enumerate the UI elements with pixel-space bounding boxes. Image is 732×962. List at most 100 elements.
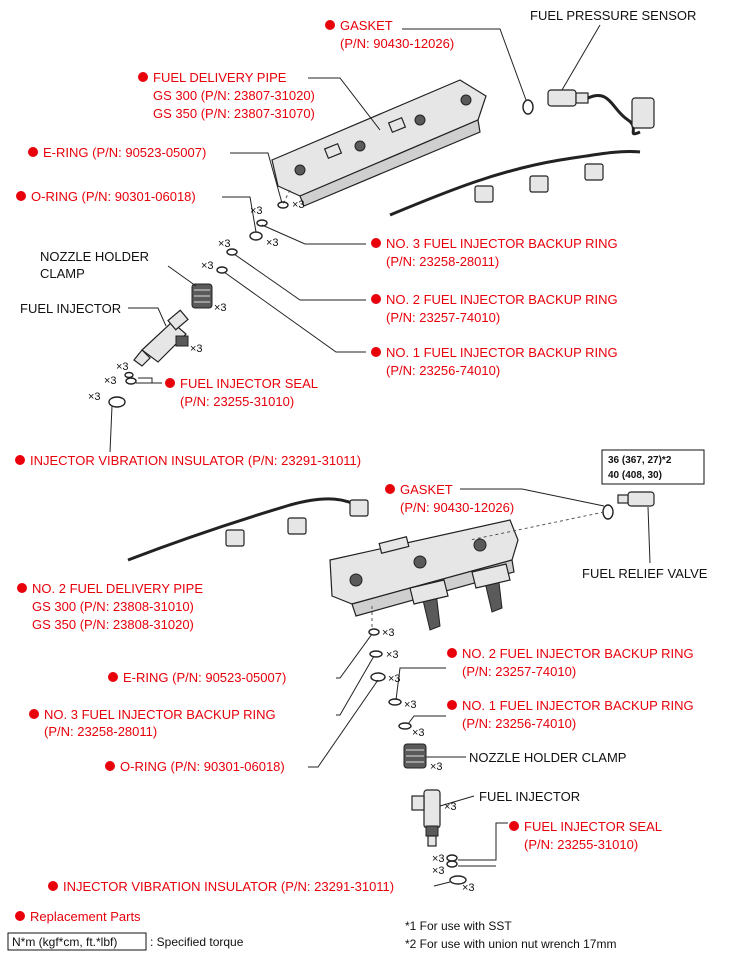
upper-nozzle-holder-clamp-drawing	[191, 283, 213, 309]
upper-fuel-delivery-pipe-drawing	[271, 79, 487, 207]
replacement-marker-icon	[28, 147, 38, 157]
upper-gasket-shape	[522, 99, 534, 115]
replacement-marker-icon	[385, 484, 395, 494]
upper-e-ring-label: E-RING (P/N: 90523-05007)	[43, 145, 206, 160]
multiplier-label: ×3	[116, 361, 129, 373]
lower-no1-backup-ring-pn: (P/N: 23256-74010)	[462, 716, 576, 731]
lower-leader-lines	[308, 488, 651, 887]
upper-injector-seal-pn: (P/N: 23255-31010)	[180, 394, 294, 409]
multiplier-label: ×3	[292, 199, 305, 211]
multiplier-label: ×3	[388, 673, 401, 685]
upper-no2-backup-ring-pn: (P/N: 23257-74010)	[386, 310, 500, 325]
multiplier-label: ×3	[266, 237, 279, 249]
lower-labels: 36 (367, 27)*2 40 (408, 30) GASKET (P/N:…	[17, 449, 708, 894]
multiplier-label: ×3	[432, 853, 445, 865]
upper-fuel-injector-drawing	[133, 309, 189, 367]
lower-o-ring-label: O-RING (P/N: 90301-06018)	[120, 759, 285, 774]
replacement-marker-icon	[165, 378, 175, 388]
upper-wire-harness-drawing	[389, 150, 641, 217]
upper-fuel-delivery-pipe-gs300: GS 300 (P/N: 23807-31020)	[153, 88, 315, 103]
multiplier-label: ×3	[412, 727, 425, 739]
lower-fuel-injector-label: FUEL INJECTOR	[479, 789, 580, 804]
upper-e-ring-shape	[277, 201, 289, 209]
lower-nozzle-holder-clamp-label: NOZZLE HOLDER CLAMP	[469, 750, 626, 765]
replacement-marker-icon	[325, 20, 335, 30]
lower-no1-backup-ring-label: NO. 1 FUEL INJECTOR BACKUP RING	[462, 698, 694, 713]
multiplier-label: ×3	[432, 865, 445, 877]
lower-e-ring-label: E-RING (P/N: 90523-05007)	[123, 670, 286, 685]
lower-vibration-insulator-shape	[449, 875, 467, 885]
multiplier-label: ×3	[430, 761, 443, 773]
upper-multipliers: ×3 ×3 ×3 ×3 ×3 ×3 ×3 ×3 ×3 ×3	[88, 199, 305, 403]
torque-box	[601, 449, 705, 485]
legend-note-1: *1 For use with SST	[405, 919, 512, 933]
lower-no1-backup-ring-shape	[398, 722, 412, 730]
multiplier-label: ×3	[404, 699, 417, 711]
upper-vibration-insulator-shape	[108, 396, 126, 408]
upper-gasket-label: GASKET	[340, 18, 393, 33]
multiplier-label: ×3	[218, 238, 231, 250]
legend-torque-units: N*m (kgf*cm, ft.*lbf)	[12, 935, 117, 949]
lower-fuel-injector-drawing	[411, 789, 441, 847]
lower-o-ring-shape	[370, 672, 386, 682]
replacement-marker-icon	[15, 911, 25, 921]
upper-no1-backup-ring-label: NO. 1 FUEL INJECTOR BACKUP RING	[386, 345, 618, 360]
lower-gasket-label: GASKET	[400, 482, 453, 497]
multiplier-label: ×3	[462, 882, 475, 894]
multiplier-label: ×3	[190, 343, 203, 355]
torque-value-2: 40 (408, 30)	[608, 470, 662, 481]
upper-injector-seal-shape	[125, 377, 137, 385]
multiplier-label: ×3	[201, 260, 214, 272]
upper-o-ring-shape	[249, 231, 263, 241]
upper-injector-seal-label: FUEL INJECTOR SEAL	[180, 376, 318, 391]
replacement-marker-icon	[48, 881, 58, 891]
legend: Replacement Parts N*m (kgf*cm, ft.*lbf) …	[7, 909, 616, 951]
multiplier-label: ×3	[386, 649, 399, 661]
lower-multipliers: ×3 ×3 ×3 ×3 ×3 ×3 ×3 ×3 ×3 ×3	[382, 627, 475, 894]
lower-no3-backup-ring-label: NO. 3 FUEL INJECTOR BACKUP RING	[44, 707, 276, 722]
upper-nozzle-holder-clamp-label: NOZZLE HOLDER	[40, 249, 149, 264]
multiplier-label: ×3	[214, 302, 227, 314]
lower-no3-backup-ring-shape	[369, 650, 383, 658]
lower-e-ring-shape	[368, 628, 380, 636]
lower-vibration-insulator-label: INJECTOR VIBRATION INSULATOR (P/N: 23291…	[63, 879, 394, 894]
upper-fuel-pressure-sensor-drawing	[547, 89, 655, 136]
upper-no3-backup-ring-label: NO. 3 FUEL INJECTOR BACKUP RING	[386, 236, 618, 251]
multiplier-label: ×3	[444, 801, 457, 813]
lower-fuel-relief-valve-drawing	[617, 491, 655, 507]
lower-no2-backup-ring-label: NO. 2 FUEL INJECTOR BACKUP RING	[462, 646, 694, 661]
legend-replacement-parts: Replacement Parts	[30, 909, 141, 924]
replacement-marker-icon	[447, 648, 457, 658]
replacement-marker-icon	[105, 761, 115, 771]
replacement-marker-icon	[108, 672, 118, 682]
upper-no1-backup-ring-pn: (P/N: 23256-74010)	[386, 363, 500, 378]
replacement-marker-icon	[509, 821, 519, 831]
legend-specified-torque: : Specified torque	[150, 935, 244, 949]
replacement-marker-icon	[15, 455, 25, 465]
lower-injector-seal-pn: (P/N: 23255-31010)	[524, 837, 638, 852]
multiplier-label: ×3	[104, 375, 117, 387]
upper-vibration-insulator-label: INJECTOR VIBRATION INSULATOR (P/N: 23291…	[30, 453, 361, 468]
lower-fuel-relief-valve-label: FUEL RELIEF VALVE	[582, 566, 708, 581]
upper-fuel-delivery-pipe-gs350: GS 350 (P/N: 23807-31070)	[153, 106, 315, 121]
upper-no1-backup-ring-shape	[216, 266, 228, 274]
multiplier-label: ×3	[88, 391, 101, 403]
lower-injector-seal-label: FUEL INJECTOR SEAL	[524, 819, 662, 834]
lower-gasket-pn: (P/N: 90430-12026)	[400, 500, 514, 515]
replacement-marker-icon	[447, 700, 457, 710]
multiplier-label: ×3	[382, 627, 395, 639]
upper-no3-backup-ring-pn: (P/N: 23258-28011)	[386, 254, 499, 269]
lower-no2-fuel-delivery-pipe-gs300: GS 300 (P/N: 23808-31010)	[32, 599, 194, 614]
lower-no2-fuel-delivery-pipe-gs350: GS 350 (P/N: 23808-31020)	[32, 617, 194, 632]
replacement-marker-icon	[29, 709, 39, 719]
replacement-marker-icon	[371, 294, 381, 304]
lower-no2-fuel-delivery-pipe-label: NO. 2 FUEL DELIVERY PIPE	[32, 581, 203, 596]
upper-leader-lines	[109, 24, 601, 453]
lower-wire-harness-drawing	[127, 497, 369, 562]
upper-gasket-pn: (P/N: 90430-12026)	[340, 36, 454, 51]
replacement-marker-icon	[371, 347, 381, 357]
torque-value-1: 36 (367, 27)*2	[608, 455, 672, 466]
replacement-marker-icon	[138, 72, 148, 82]
lower-no2-backup-ring-shape	[388, 698, 402, 706]
